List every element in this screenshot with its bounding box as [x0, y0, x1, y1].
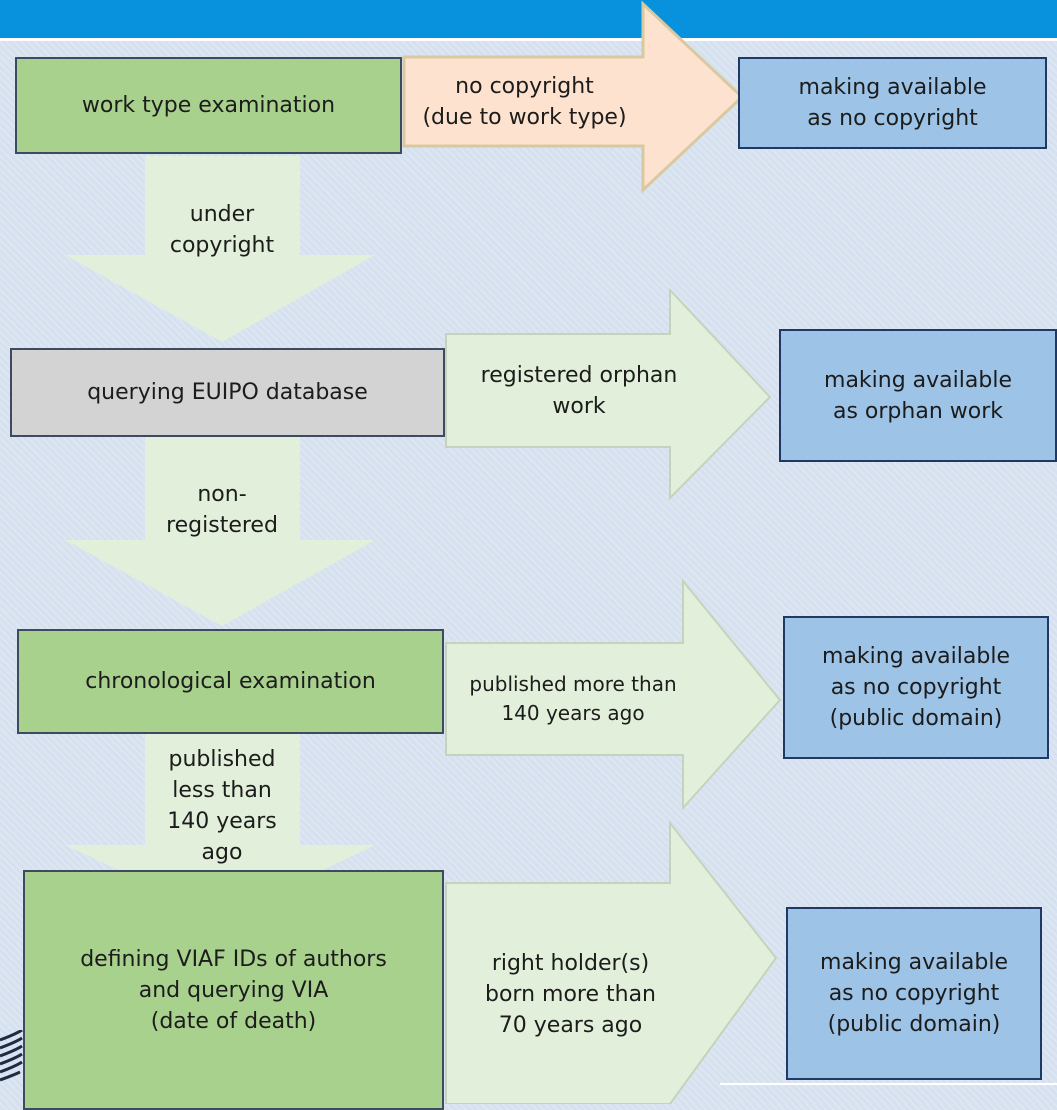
- branch-registered-orphan-label: registered orphan work: [480, 362, 678, 419]
- outcome-public-domain-1: making available as no copyright (public…: [783, 616, 1049, 759]
- transition-non-registered-label: non- registered: [166, 482, 278, 538]
- transition-published-less-label: published less than 140 years ago: [167, 747, 277, 865]
- down-arrow-under-copyright: [65, 156, 375, 342]
- step-work-type-examination: work type examination: [15, 57, 402, 154]
- right-arrow-registered-orphan: [445, 287, 772, 501]
- right-arrow-no-copyright: [402, 0, 745, 194]
- branch-right-holders-label: right holder(s) born more than 70 years …: [485, 951, 656, 1038]
- right-arrow-right-holders: [445, 820, 778, 1104]
- branch-no-copyright-label: no copyright (due to work type): [422, 74, 627, 130]
- logo-fragment-icon: [0, 1030, 23, 1082]
- step-defining-viaf-ids: defining VIAF IDs of authors and queryin…: [23, 870, 444, 1110]
- footer-divider: [720, 1083, 1057, 1085]
- outcome-no-copyright: making available as no copyright: [738, 57, 1047, 149]
- header-bar: [0, 0, 1057, 38]
- step-querying-euipo-database: querying EUIPO database: [10, 348, 445, 437]
- outcome-public-domain-2: making available as no copyright (public…: [786, 907, 1042, 1080]
- branch-published-more-label: published more than 140 years ago: [469, 672, 677, 725]
- down-arrow-non-registered: [65, 436, 375, 626]
- transition-under-copyright-label: under copyright: [169, 202, 275, 258]
- header-divider: [0, 38, 1057, 41]
- step-chronological-examination: chronological examination: [17, 629, 444, 734]
- outcome-orphan-work: making available as orphan work: [779, 329, 1057, 462]
- right-arrow-published-more: [445, 578, 782, 811]
